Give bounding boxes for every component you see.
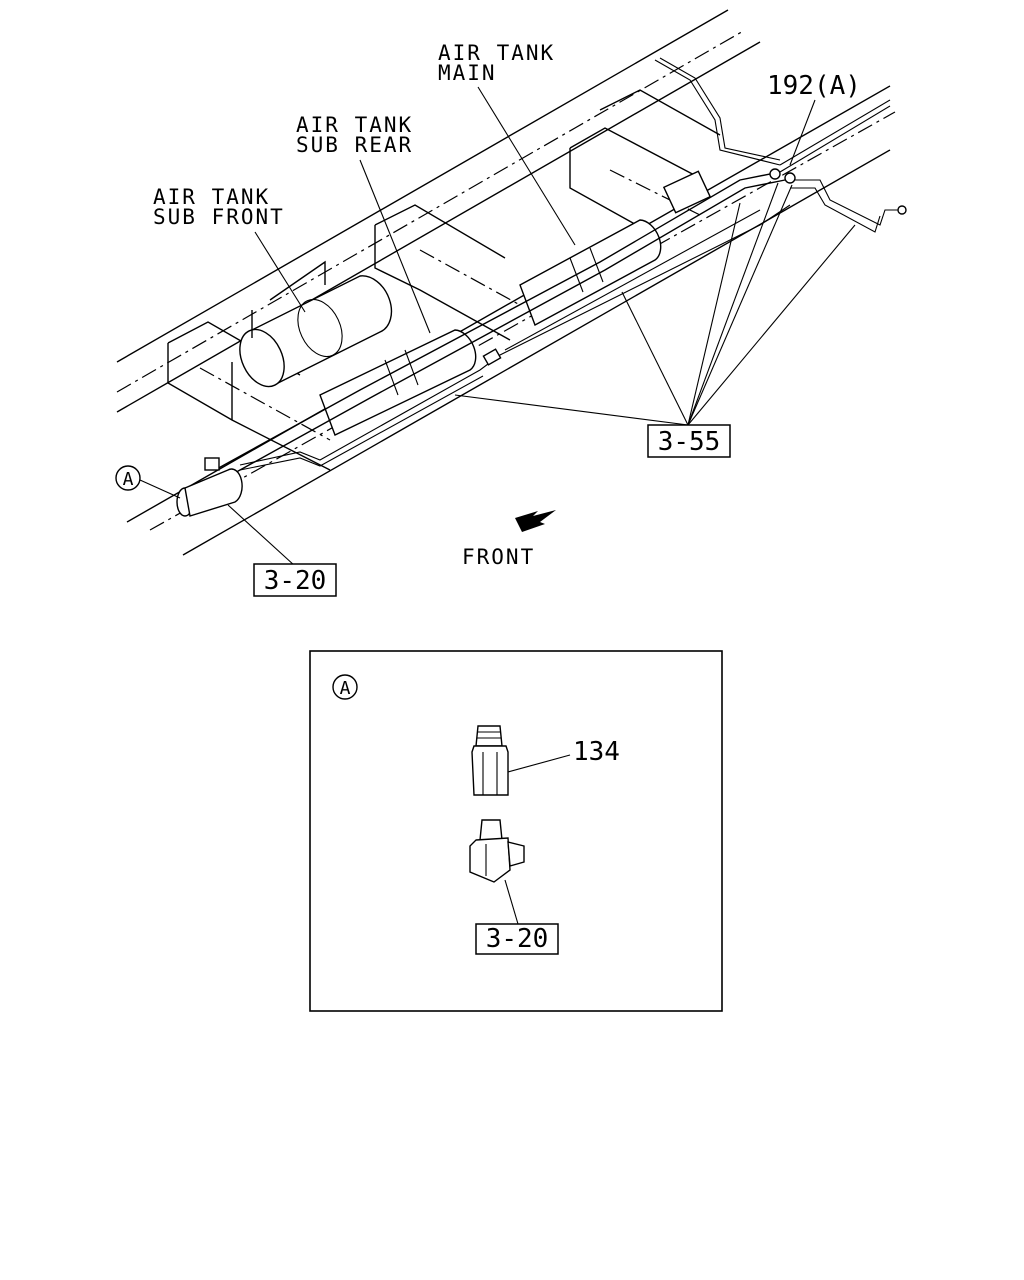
callout-a-detail: A xyxy=(332,674,358,700)
label-part-192a: 192(A) xyxy=(767,71,861,101)
callout-a-detail-text: A xyxy=(340,678,351,699)
label-air-tank-sub-front-line1: AIR TANK xyxy=(153,185,270,209)
ref-3-55-text: 3-55 xyxy=(658,427,721,457)
air-tank-sub-front-shape xyxy=(239,260,393,388)
label-air-tank-main-line1: AIR TANK xyxy=(438,41,555,65)
front-arrow-icon xyxy=(515,510,556,532)
label-air-tank-sub-rear-line2: SUB REAR xyxy=(296,133,413,157)
ref-3-20-main-text: 3-20 xyxy=(264,566,327,596)
label-air-tank-sub-rear-line1: AIR TANK xyxy=(296,113,413,137)
ref-box-3-20-detail[interactable]: 3-20 xyxy=(475,923,559,955)
ref-box-3-20-main[interactable]: 3-20 xyxy=(253,563,337,597)
elbow-fitting-icon xyxy=(469,819,525,883)
detail-a-panel: A 134 3-20 xyxy=(309,650,723,1012)
label-air-tank-main-line2: MAIN xyxy=(438,61,497,85)
label-part-134: 134 xyxy=(573,737,620,767)
ref-box-3-55[interactable]: 3-55 xyxy=(647,424,731,458)
ref-3-20-detail-text: 3-20 xyxy=(486,924,549,954)
air-pipes xyxy=(176,57,907,517)
label-front: FRONT xyxy=(462,545,535,569)
callout-a-main-text: A xyxy=(123,469,134,490)
leader-lines xyxy=(139,86,856,567)
callout-a-main[interactable]: A xyxy=(115,465,141,491)
fitting-134-icon xyxy=(471,725,509,796)
label-air-tank-sub-front-line2: SUB FRONT xyxy=(153,205,285,229)
